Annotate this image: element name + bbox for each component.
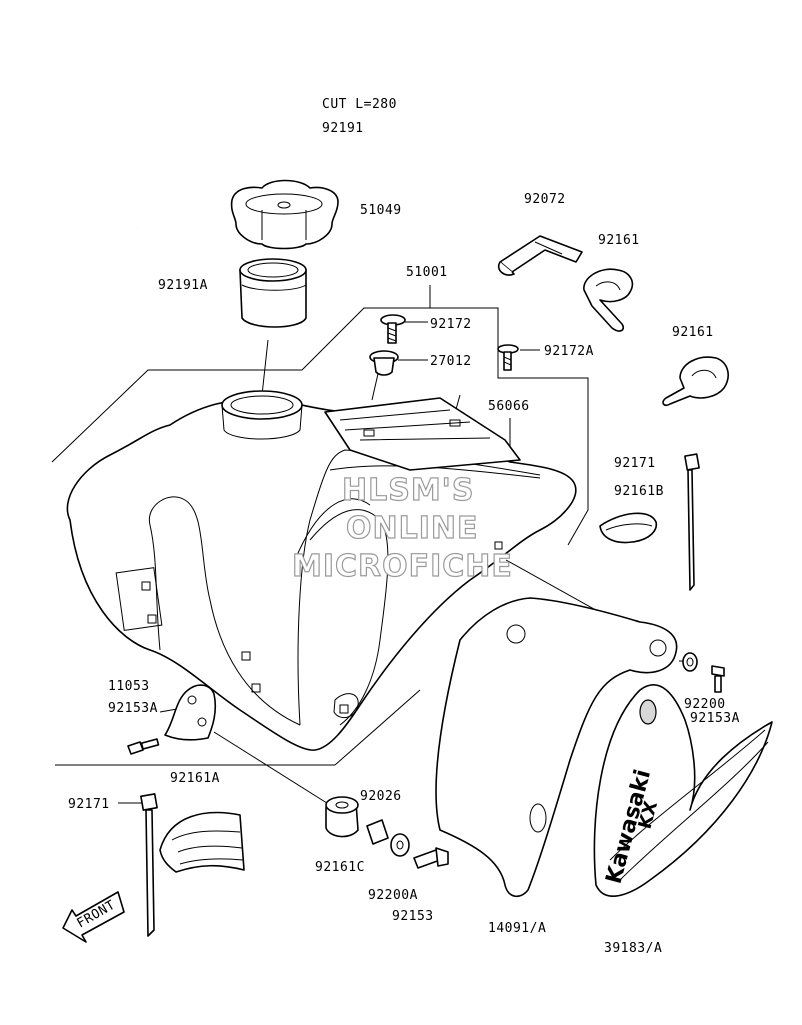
fuel-cap <box>230 179 339 250</box>
rubber-band-92072 <box>497 235 583 276</box>
label-27012: 27012 <box>430 354 472 369</box>
pad-92161B <box>599 512 658 544</box>
damper-92161C <box>325 796 359 838</box>
bolt-92172A <box>497 344 519 371</box>
label-cut-length: CUT L=280 <box>322 97 397 112</box>
label-92026: 92026 <box>360 789 402 804</box>
label-92153A-left: 92153A <box>108 701 158 716</box>
label-92200A: 92200A <box>368 888 418 903</box>
cap-seal <box>239 258 307 328</box>
label-39183A: 39183/A <box>604 941 662 956</box>
front-arrow-icon: FRONT <box>62 891 125 943</box>
radiator-shroud <box>435 597 678 898</box>
label-92072: 92072 <box>524 192 566 207</box>
shroud-decal: Kawasaki KX <box>593 684 773 897</box>
label-11053: 11053 <box>108 679 150 694</box>
rubber-guard <box>159 811 245 873</box>
label-92161-lower: 92161 <box>672 325 714 340</box>
label-14091A: 14091/A <box>488 921 546 936</box>
label-92191A: 92191A <box>158 278 208 293</box>
label-92161C: 92161C <box>315 860 365 875</box>
watermark: HLSM'S ONLINE MICROFICHE <box>291 472 513 584</box>
label-51049: 51049 <box>360 203 402 218</box>
label-92191: 92191 <box>322 121 364 136</box>
breather-hose <box>135 54 292 229</box>
washer-92200A <box>390 833 410 857</box>
tank-pad <box>324 397 521 471</box>
label-92171-right: 92171 <box>614 456 656 471</box>
cable-tie-left <box>140 793 158 937</box>
label-51001: 51001 <box>406 265 448 280</box>
clamp-92161-lower <box>662 356 729 407</box>
clamp-92161-upper <box>583 268 634 332</box>
bolt-92153 <box>413 847 449 869</box>
label-92161B: 92161B <box>614 484 664 499</box>
watermark-line-2: ONLINE <box>346 511 479 546</box>
label-92161A: 92161A <box>170 771 220 786</box>
label-92172: 92172 <box>430 317 472 332</box>
bolt-92172 <box>380 314 406 344</box>
part-labels: CUT L=280 92191 51049 92191A 51001 92172… <box>68 97 740 956</box>
bolt-92153A-left <box>127 738 160 755</box>
watermark-line-3: MICROFICHE <box>292 549 513 584</box>
collar-92026 <box>366 819 389 845</box>
collar-27012 <box>369 350 399 376</box>
label-92153: 92153 <box>392 909 434 924</box>
label-92172A: 92172A <box>544 344 594 359</box>
washer-92200 <box>682 652 698 672</box>
watermark-line-1: HLSM'S <box>342 473 474 508</box>
label-56066: 56066 <box>488 399 530 414</box>
cable-tie-right <box>684 453 700 591</box>
bracket-11053 <box>164 684 217 741</box>
label-92161-upper: 92161 <box>598 233 640 248</box>
label-92171-left: 92171 <box>68 797 110 812</box>
label-92153A-right: 92153A <box>690 711 740 726</box>
label-92200: 92200 <box>684 697 726 712</box>
bolt-92153A-right <box>711 665 725 693</box>
